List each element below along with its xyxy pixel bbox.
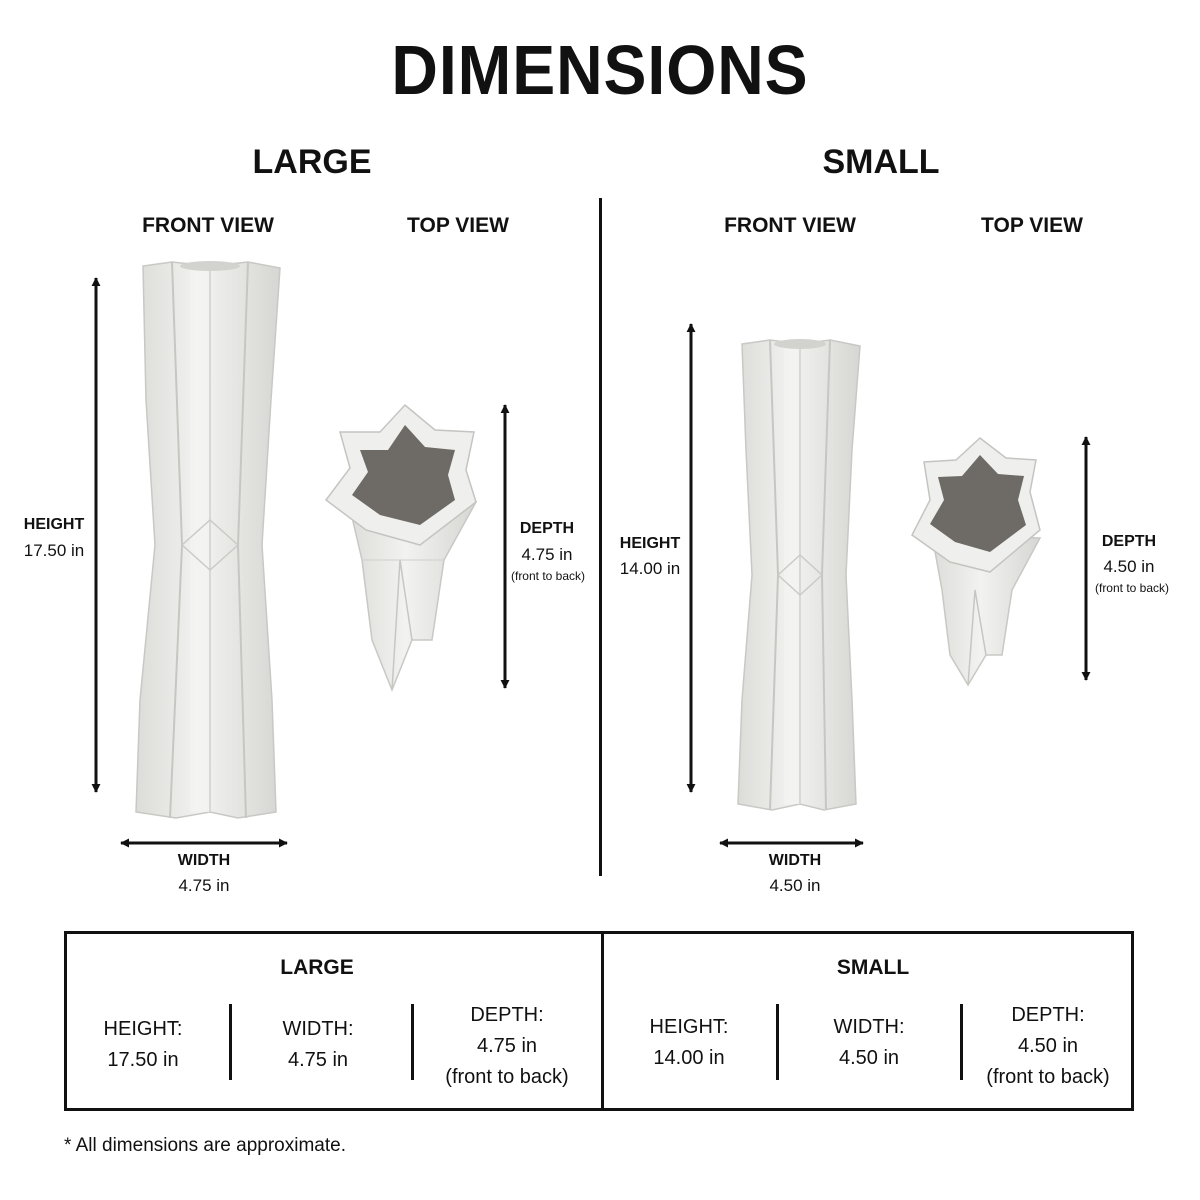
large-depth-value: 4.75 in xyxy=(521,545,573,564)
table-large-depth: DEPTH: 4.75 in (front to back) xyxy=(432,1000,582,1093)
small-front-vase-image xyxy=(737,339,861,811)
large-top-view-label: TOP VIEW xyxy=(407,214,509,237)
table-small-title: SMALL xyxy=(836,956,910,979)
table-small-width-value: 4.50 in xyxy=(838,1047,900,1069)
dimension-illustrations xyxy=(91,261,1091,848)
table-separator xyxy=(229,1004,232,1080)
table-large-width-label: WIDTH: xyxy=(282,1018,354,1040)
table-large-height: HEIGHT: 17.50 in xyxy=(87,1014,199,1076)
table-separator xyxy=(776,1004,779,1080)
small-width-value: 4.50 in xyxy=(769,876,821,895)
table-small-height-label: HEIGHT: xyxy=(649,1016,729,1038)
large-depth-label: DEPTH xyxy=(519,520,575,537)
table-large-width: WIDTH: 4.75 in xyxy=(262,1014,374,1076)
large-section-title: LARGE xyxy=(252,143,372,181)
table-small-depth-label: DEPTH: xyxy=(1011,1004,1085,1026)
small-depth-value: 4.50 in xyxy=(1103,557,1155,576)
table-small-depth-value: 4.50 in xyxy=(1017,1035,1079,1057)
table-separator xyxy=(960,1004,963,1080)
large-height-label: HEIGHT xyxy=(23,516,85,533)
small-height-label: HEIGHT xyxy=(619,535,681,552)
large-depth-note: (front to back) xyxy=(510,569,586,583)
large-width-label: WIDTH xyxy=(177,852,231,869)
small-top-vase-image xyxy=(911,437,1042,687)
table-large-depth-value: 4.75 in xyxy=(476,1035,538,1057)
table-small-height-value: 14.00 in xyxy=(653,1047,725,1069)
small-depth-label: DEPTH xyxy=(1101,533,1157,550)
table-large-width-value: 4.75 in xyxy=(287,1049,349,1071)
table-large-height-label: HEIGHT: xyxy=(103,1018,183,1040)
small-depth-note: (front to back) xyxy=(1094,581,1170,595)
table-separator xyxy=(411,1004,414,1080)
large-height-value: 17.50 in xyxy=(23,541,85,560)
table-small-height: HEIGHT: 14.00 in xyxy=(633,1012,745,1074)
table-large-depth-label: DEPTH: xyxy=(470,1004,544,1026)
small-width-label: WIDTH xyxy=(768,852,822,869)
table-small-width: WIDTH: 4.50 in xyxy=(813,1012,925,1074)
large-front-view-label: FRONT VIEW xyxy=(142,214,274,237)
small-section-title: SMALL xyxy=(822,143,940,181)
small-top-view-label: TOP VIEW xyxy=(981,214,1083,237)
table-small-depth: DEPTH: 4.50 in (front to back) xyxy=(973,1000,1123,1093)
page-title: DIMENSIONS xyxy=(391,31,809,109)
table-divider xyxy=(601,934,604,1108)
section-divider xyxy=(599,198,602,876)
small-front-view-label: FRONT VIEW xyxy=(724,214,856,237)
table-small-width-label: WIDTH: xyxy=(833,1016,905,1038)
small-height-value: 14.00 in xyxy=(619,559,681,578)
table-large-height-value: 17.50 in xyxy=(107,1049,179,1071)
large-top-vase-image xyxy=(324,403,478,693)
table-large-title: LARGE xyxy=(280,956,354,979)
table-large-depth-note: (front to back) xyxy=(445,1066,569,1088)
large-width-value: 4.75 in xyxy=(178,876,230,895)
large-front-vase-image xyxy=(135,261,281,819)
dimensions-summary-table: LARGE HEIGHT: 17.50 in WIDTH: 4.75 in DE… xyxy=(64,931,1134,1111)
table-small-depth-note: (front to back) xyxy=(986,1066,1110,1088)
footnote: * All dimensions are approximate. xyxy=(64,1135,346,1156)
